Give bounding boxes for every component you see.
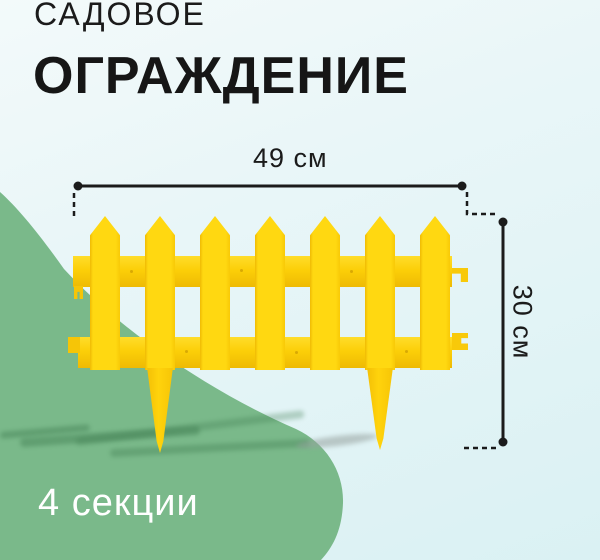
fence-picket <box>420 216 450 370</box>
dimension-endpoint-dot <box>73 181 83 191</box>
title-line-big: ОГРАЖДЕНИЕ <box>33 47 409 105</box>
fence-picket <box>365 216 395 370</box>
fence-picket <box>145 216 175 370</box>
rivet-dot <box>240 269 243 272</box>
rivet-dot <box>185 350 188 353</box>
fence-picket <box>200 216 230 370</box>
rivet-dot <box>405 350 408 353</box>
title-line-small: САДОВОЕ <box>34 0 206 32</box>
dimension-endpoint-dot <box>457 181 467 191</box>
fence-picket <box>90 216 120 370</box>
dashed-leader-right <box>465 192 499 216</box>
fence-connector-hook-right-lower <box>452 333 468 350</box>
rivet-dot <box>130 270 133 273</box>
fence-picket <box>255 216 285 370</box>
dimension-endpoint-dot <box>498 217 508 227</box>
width-dimension-label: 49 см <box>253 143 328 173</box>
height-dimension-label: 30 см <box>507 284 538 360</box>
rivet-dot <box>295 351 298 354</box>
dimension-endpoint-dot <box>498 437 508 447</box>
rivet-dot <box>350 270 353 273</box>
sections-count-label: 4 секции <box>38 482 199 524</box>
fence-picket <box>310 216 340 370</box>
fence-connector-tab-left-lower <box>68 337 80 353</box>
